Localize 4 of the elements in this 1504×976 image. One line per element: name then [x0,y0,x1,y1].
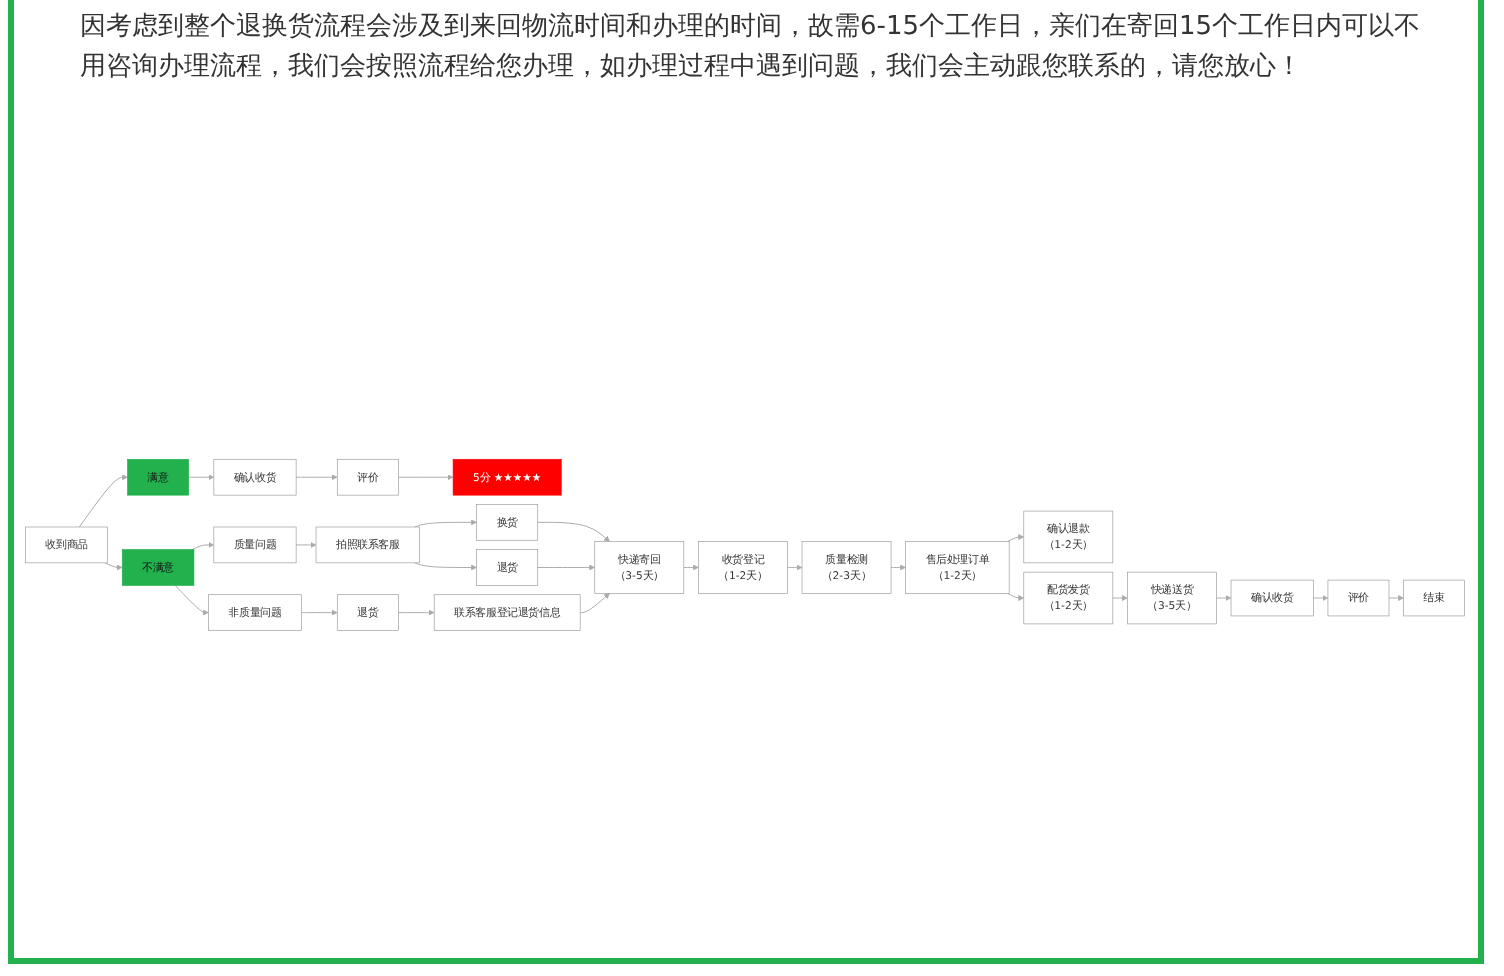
arrow [397,609,435,616]
arrow [1007,534,1025,543]
arrow [295,474,338,481]
note-text: 因考虑到整个退换货流程会涉及到来回物流时间和办理的时间，故需6-15个工作日，亲们在寄回15个工作日内可以不用咨询办理流程，我们会按照流程给您办理，如办理过程中遇到问题，我们会主动跟您联系的，请您放心！ [80,10,1423,85]
